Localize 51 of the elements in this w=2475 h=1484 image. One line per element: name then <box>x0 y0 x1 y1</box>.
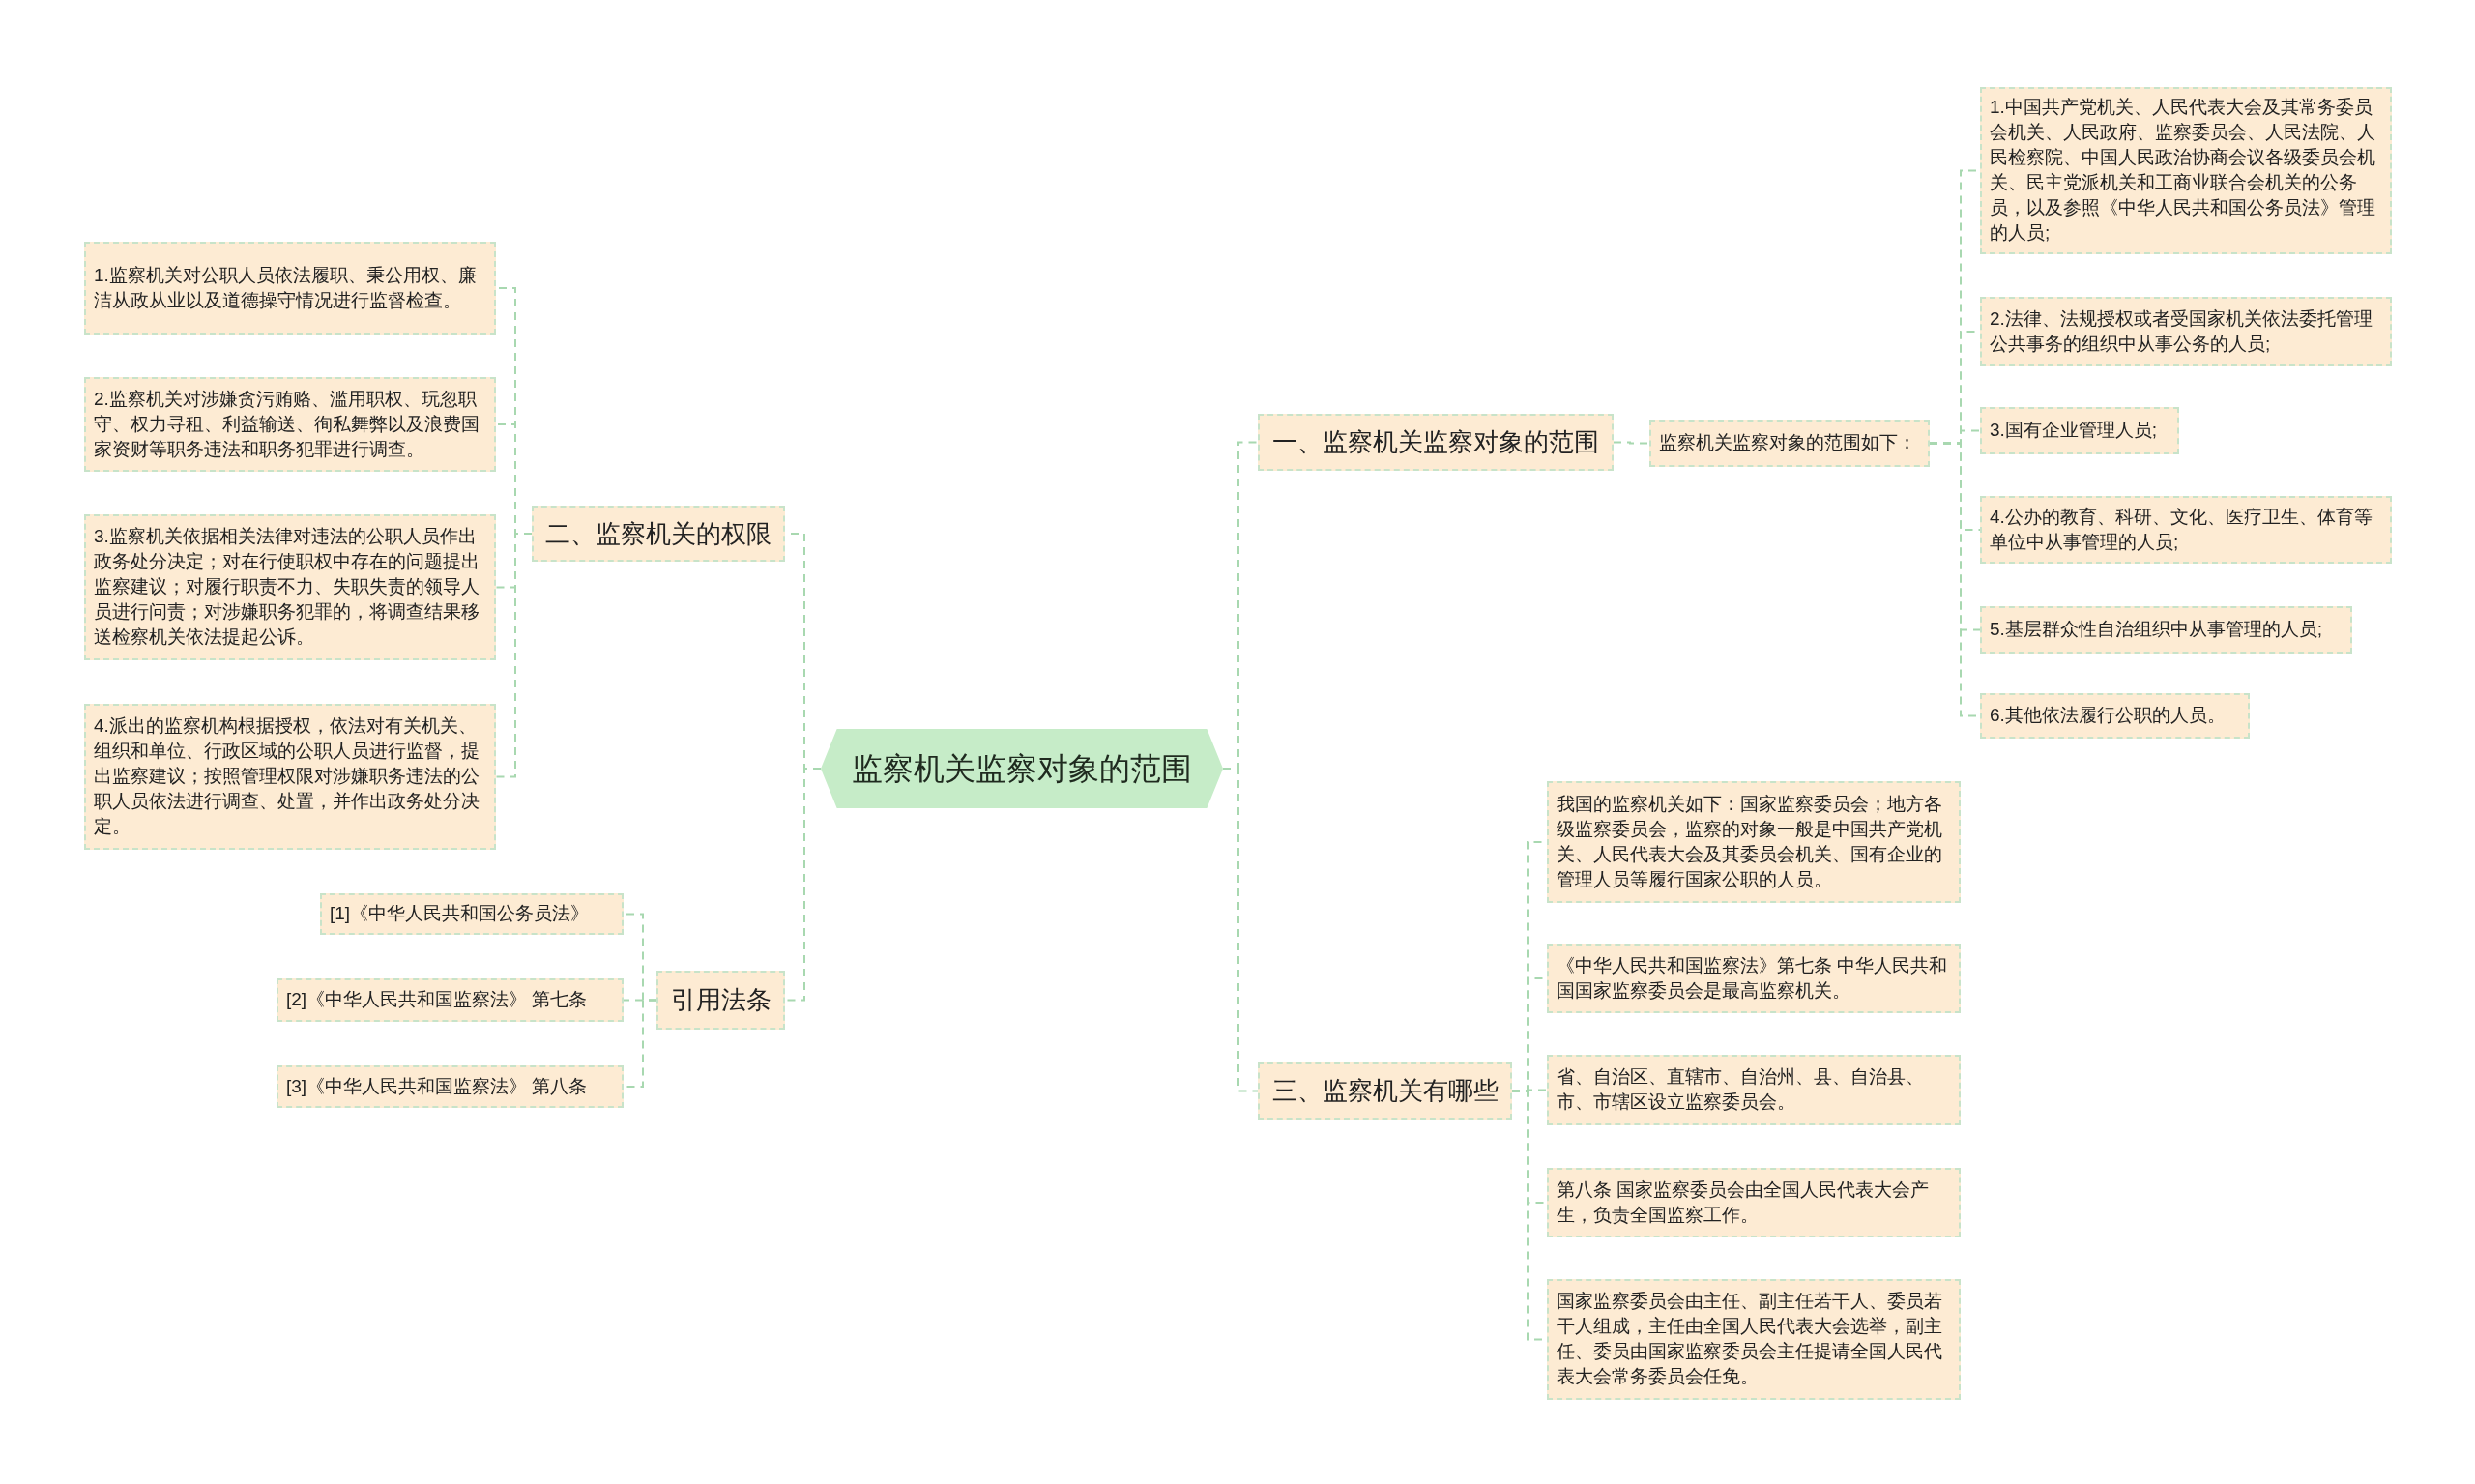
detail-box <box>1547 1168 1961 1237</box>
detail-box <box>277 1065 624 1108</box>
detail-text: 3.监察机关依据相关法律对违法的公职人员作出政务处分决定；对在行使职权中存在的问题提出监察建议；对履行职责不力、失职失责的领导人员进行问责；对涉嫌职务犯罪的，将调查结果移送检察机关依法提起公诉。 <box>94 525 480 649</box>
branch-title: 引用法条 <box>670 983 772 1016</box>
detail-text: 2.监察机关对涉嫌贪污贿赂、滥用职权、玩忽职守、权力寻租、利益输送、徇私舞弊以及浪费国家资财等职务违法和职务犯罪进行调查。 <box>94 388 480 461</box>
detail-box <box>1980 406 2179 454</box>
branch-title: 二、监察机关的权限 <box>545 517 772 550</box>
subtopic-box <box>1649 419 1930 467</box>
detail-box <box>84 703 496 850</box>
branch-box <box>532 506 785 562</box>
detail-box <box>1547 1054 1961 1125</box>
detail-box <box>1980 605 2352 654</box>
detail-text: 4.派出的监察机构根据授权，依法对有关机关、组织和单位、行政区域的公职人员进行监督，提出监察建议；按照管理权限对涉嫌职务违法的公职人员依法进行调查、处置，并作出政务处分决定。 <box>94 714 480 838</box>
detail-text: 4.公办的教育、科研、文化、医疗卫生、体育等单位中从事管理的人员; <box>1990 506 2373 554</box>
detail-text: 我国的监察机关如下：国家监察委员会；地方各级监察委员会，监察的对象一般是中国共产党机关、人民代表大会及其委员会机关、国有企业的管理人员等履行国家公职的人员。 <box>1557 793 1943 891</box>
branch-box <box>1258 1062 1512 1120</box>
detail-box <box>84 242 496 335</box>
connector-line <box>1222 768 1259 1092</box>
detail-text: 1.中国共产党机关、人民代表大会及其常务委员会机关、人民政府、监察委员会、人民法院、人民检察院、中国人民政治协商会议各级委员会机关、民主党派机关和工商业联合会机关的公务员，以及参照《中华人民共和国公务员法》管理的人员; <box>1990 96 2376 245</box>
detail-box <box>277 977 624 1022</box>
branch-title: 一、监察机关监察对象的范围 <box>1271 425 1600 458</box>
detail-box <box>1980 297 2392 366</box>
detail-text: 省、自治区、直辖市、自治州、县、自治县、市、市辖区设立监察委员会。 <box>1557 1065 1925 1114</box>
detail-box <box>1547 1278 1961 1400</box>
detail-text: 5.基层群众性自治组织中从事管理的人员; <box>1990 618 2324 641</box>
central-topic <box>821 729 1223 808</box>
detail-text: 第八条 国家监察委员会由全国人民代表大会产生，负责全国监察工作。 <box>1557 1178 1931 1227</box>
detail-text: 1.监察机关对公职人员依法履职、秉公用权、廉洁从政从业以及道德操守情况进行监督检查。 <box>94 264 478 312</box>
detail-text: 国家监察委员会由主任、副主任若干人、委员若干人组成，主任由全国人民代表大会选举，副主任、委员由国家监察委员会主任提请全国人民代表大会常务委员会任免。 <box>1557 1290 1943 1388</box>
branch-box <box>1258 413 1614 471</box>
subtopic-text: 监察机关监察对象的范围如下： <box>1659 430 1917 454</box>
branch-box <box>656 970 785 1030</box>
branch-title: 三、监察机关有哪些 <box>1271 1074 1499 1107</box>
detail-box <box>1980 496 2392 564</box>
detail-text: [3]《中华人民共和国监察法》 第八条 <box>286 1075 589 1098</box>
detail-text: 《中华人民共和国监察法》第七条 中华人民共和国国家监察委员会是最高监察机关。 <box>1557 954 1949 1003</box>
detail-box <box>1547 944 1961 1013</box>
detail-box <box>320 892 624 935</box>
detail-box <box>1980 86 2392 254</box>
detail-box <box>84 377 496 472</box>
detail-box <box>1980 692 2250 739</box>
connector-line <box>1613 441 1650 445</box>
connector-line <box>495 533 533 778</box>
detail-text: 6.其他依法履行公职的人员。 <box>1990 704 2227 727</box>
detail-box <box>1547 781 1961 903</box>
detail-text: 2.法律、法规授权或者受国家机关依法委托管理公共事务的组织中从事公务的人员; <box>1990 307 2373 356</box>
detail-box <box>84 513 496 660</box>
detail-text: 3.国有企业管理人员; <box>1990 419 2159 442</box>
detail-text: [1]《中华人民共和国公务员法》 <box>330 902 591 925</box>
detail-text: [2]《中华人民共和国监察法》 第七条 <box>286 988 589 1011</box>
topic-title: 监察机关监察对象的范围 <box>852 750 1192 788</box>
